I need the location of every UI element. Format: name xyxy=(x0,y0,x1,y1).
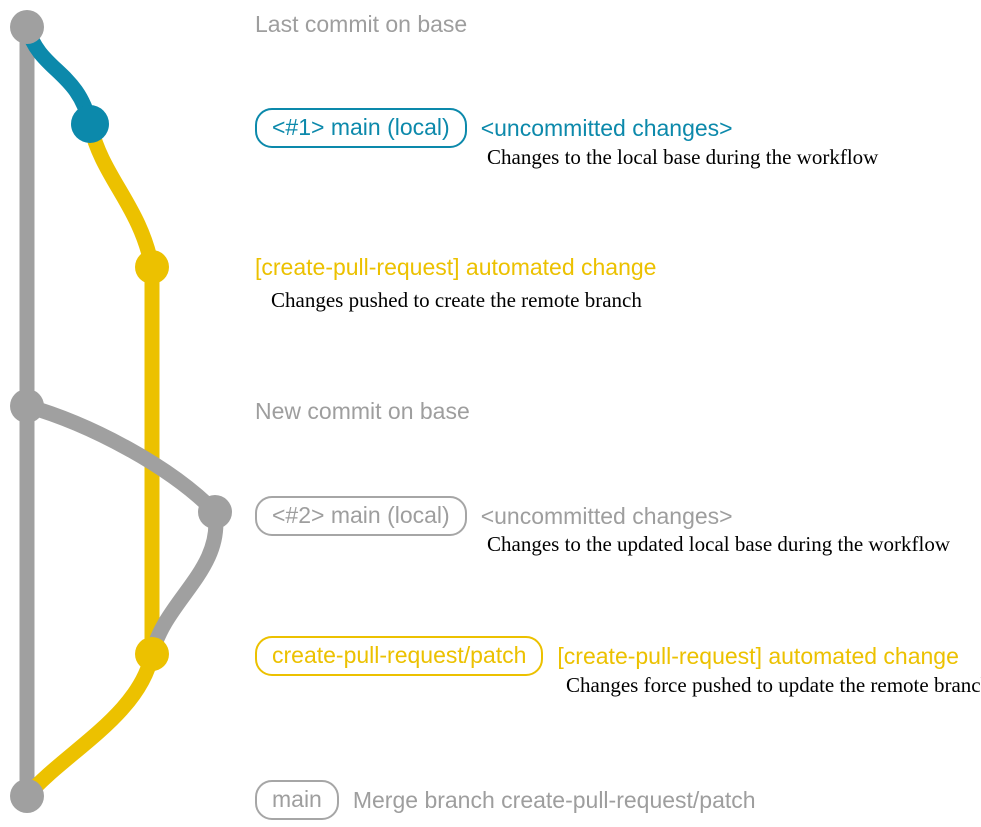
badge-main-local-2[interactable]: <#2> main (local) xyxy=(255,496,467,536)
headline-automated-change-2: [create-pull-request] automated change xyxy=(557,643,959,669)
entry-local-change-2: <#2> main (local) <uncommitted changes> xyxy=(255,496,733,536)
commit-node-last-commit-on-base[interactable] xyxy=(10,10,44,44)
description-local-change-1: Changes to the local base during the wor… xyxy=(487,145,879,169)
headline-last-commit-on-base: Last commit on base xyxy=(255,11,468,37)
description-automated-change-1: Changes pushed to create the remote bran… xyxy=(271,288,642,312)
headline-merge-commit: Merge branch create-pull-request/patch xyxy=(352,787,756,813)
description-local-change-2: Changes to the updated local base during… xyxy=(487,532,951,556)
commit-node-automated-change-1[interactable] xyxy=(135,250,169,284)
headline-automated-change-1: [create-pull-request] automated change xyxy=(255,254,657,280)
commit-node-local-change-1[interactable] xyxy=(71,105,109,143)
entry-automated-change-1: [create-pull-request] automated change xyxy=(255,253,656,281)
edge-local-1-to-patch-1 xyxy=(82,116,160,662)
commit-node-merge-commit[interactable] xyxy=(10,779,44,813)
commit-node-automated-change-2[interactable] xyxy=(135,637,169,671)
badge-main[interactable]: main xyxy=(255,780,339,820)
commit-node-local-change-2[interactable] xyxy=(198,495,232,529)
headline-uncommitted-changes-2: <uncommitted changes> xyxy=(480,503,733,529)
entry-automated-change-2: create-pull-request/patch [create-pull-r… xyxy=(255,636,959,676)
badge-main-local-1[interactable]: <#1> main (local) xyxy=(255,108,467,148)
edge-patch-2-to-merge xyxy=(19,646,160,804)
badge-create-pull-request-patch[interactable]: create-pull-request/patch xyxy=(255,636,544,676)
description-automated-change-2: Changes force pushed to update the remot… xyxy=(566,673,981,697)
headline-new-commit-on-base: New commit on base xyxy=(255,398,470,424)
headline-uncommitted-changes-1: <uncommitted changes> xyxy=(480,115,733,141)
entry-new-commit-on-base: New commit on base xyxy=(255,397,470,425)
entry-merge-commit: main Merge branch create-pull-request/pa… xyxy=(255,780,756,820)
commit-node-new-commit-on-base[interactable] xyxy=(10,389,44,423)
edge-local-2-to-patch-2 xyxy=(144,504,224,662)
edge-base-to-local-2 xyxy=(19,398,223,520)
entry-last-commit-on-base: Last commit on base xyxy=(255,10,467,38)
entry-local-change-1: <#1> main (local) <uncommitted changes> xyxy=(255,108,733,148)
